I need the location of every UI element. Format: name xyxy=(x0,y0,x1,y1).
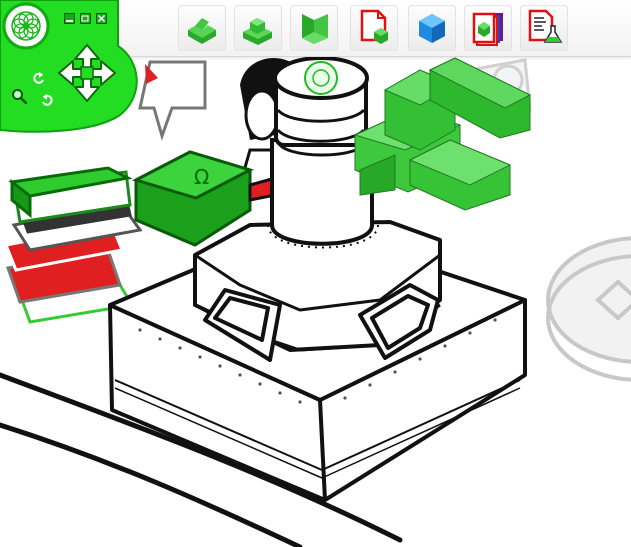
rotate-right-button[interactable] xyxy=(40,92,54,106)
tool-wall-block-button[interactable] xyxy=(290,5,338,51)
restore-button[interactable] xyxy=(80,9,91,24)
svg-text:Ω: Ω xyxy=(194,165,209,189)
close-icon xyxy=(96,13,107,24)
green-case: Ω xyxy=(132,150,277,247)
rotate-left-button[interactable] xyxy=(32,70,46,84)
green-cube-cluster xyxy=(353,57,532,211)
move-arrows-icon xyxy=(58,44,116,102)
logo-rosette-button[interactable] xyxy=(6,6,46,46)
minimize-icon xyxy=(64,13,75,24)
tool-crystal-button[interactable] xyxy=(408,5,456,51)
zoom-icon xyxy=(12,89,28,105)
top-toolbar xyxy=(118,0,631,57)
rotate-left-icon xyxy=(33,72,44,84)
new-page-icon xyxy=(360,9,388,44)
book-stack xyxy=(3,166,143,324)
tower-cylinder xyxy=(267,138,379,249)
rotate-right-icon xyxy=(42,94,53,106)
tool-stairs-3d-button[interactable] xyxy=(234,5,282,51)
tool-new-model-button[interactable] xyxy=(350,5,398,51)
close-button[interactable] xyxy=(96,9,107,24)
block-steps-icon xyxy=(243,18,272,45)
tower-top-cap xyxy=(273,56,369,147)
lab-flask-page-icon xyxy=(528,9,563,43)
zoom-button[interactable] xyxy=(11,88,28,105)
tool-test-model-button[interactable] xyxy=(520,5,568,51)
block-wall-icon xyxy=(302,14,328,44)
speech-bubble xyxy=(138,60,207,141)
floor-edge xyxy=(0,372,403,547)
tool-stairs-2x2-button[interactable] xyxy=(178,5,226,51)
block-grid-icon xyxy=(188,18,216,44)
tool-model-library-button[interactable] xyxy=(464,5,512,51)
logo-rosette-icon xyxy=(11,11,41,41)
navigation-control-pad xyxy=(0,0,150,134)
move-view-control[interactable] xyxy=(57,43,117,103)
base-dots xyxy=(138,318,497,404)
minimize-button[interactable] xyxy=(64,9,75,24)
blue-gem-icon xyxy=(419,14,445,43)
faded-coin xyxy=(546,236,631,382)
stacked-pages-icon xyxy=(472,12,503,46)
restore-icon xyxy=(80,13,91,24)
tower-middle xyxy=(193,220,442,362)
